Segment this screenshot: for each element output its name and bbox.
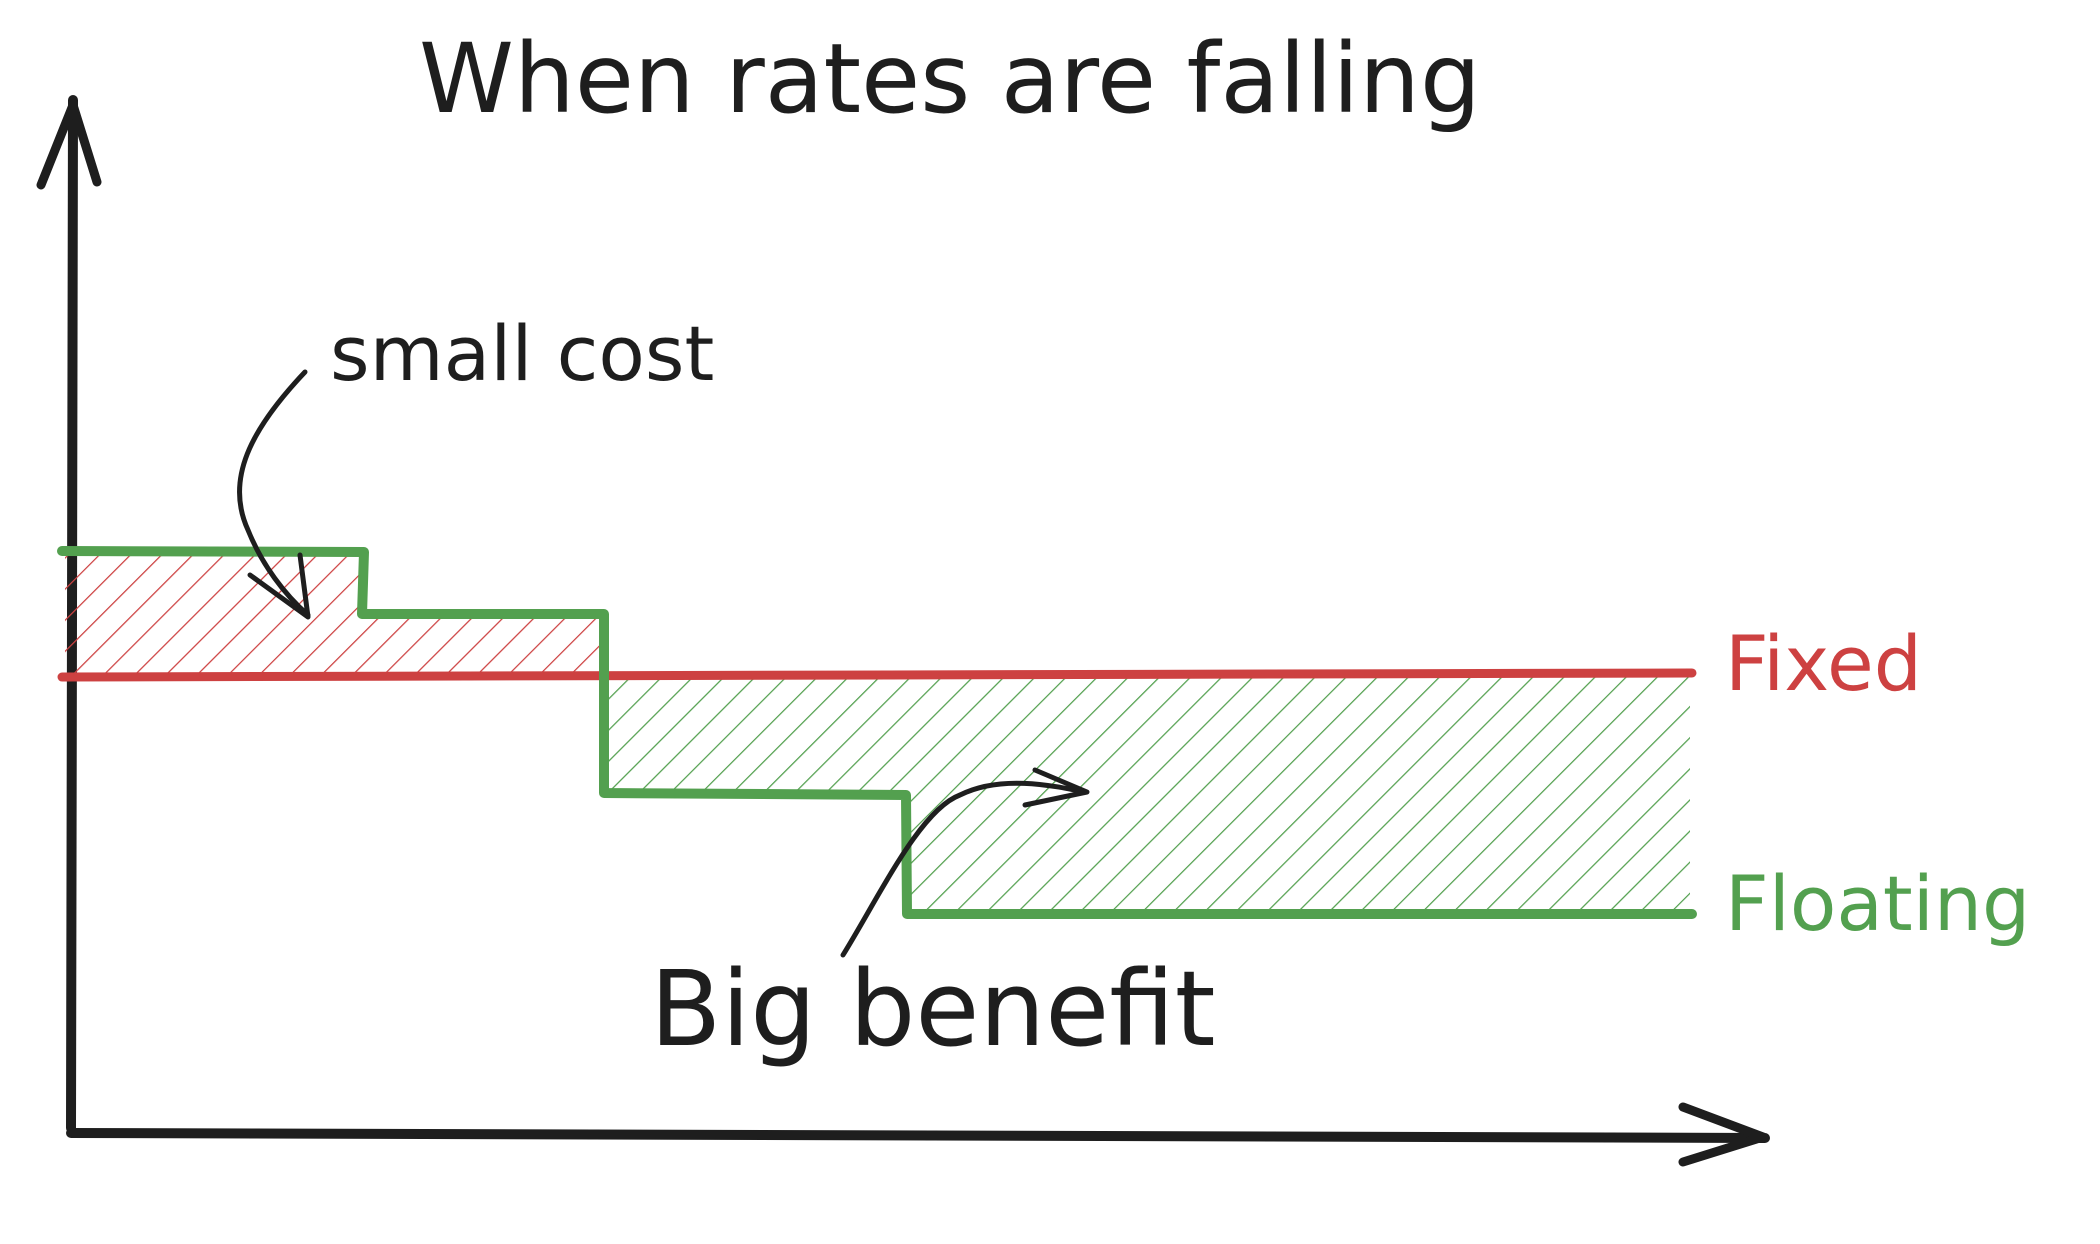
y-axis-arrowhead	[36, 100, 102, 190]
x-axis-arrowhead	[1678, 1102, 1768, 1167]
floating-label: Floating	[1725, 859, 2030, 948]
x-axis	[66, 1128, 1770, 1143]
fixed-label: Fixed	[1725, 619, 1922, 708]
small-cost-arrowhead	[247, 552, 311, 620]
small-cost-annotation: small cost	[330, 309, 714, 398]
floating-rate-line	[57, 546, 1697, 919]
small-cost-arrow	[237, 369, 311, 618]
cost-hatched-area	[65, 551, 604, 675]
big-benefit-arrowhead	[1022, 767, 1090, 808]
fixed-rate-line	[57, 668, 1697, 682]
big-benefit-annotation: Big benefit	[650, 948, 1216, 1070]
big-benefit-arrow	[840, 780, 1088, 958]
benefit-hatched-area	[604, 675, 1690, 912]
diagram-title: When rates are falling	[419, 23, 1481, 135]
